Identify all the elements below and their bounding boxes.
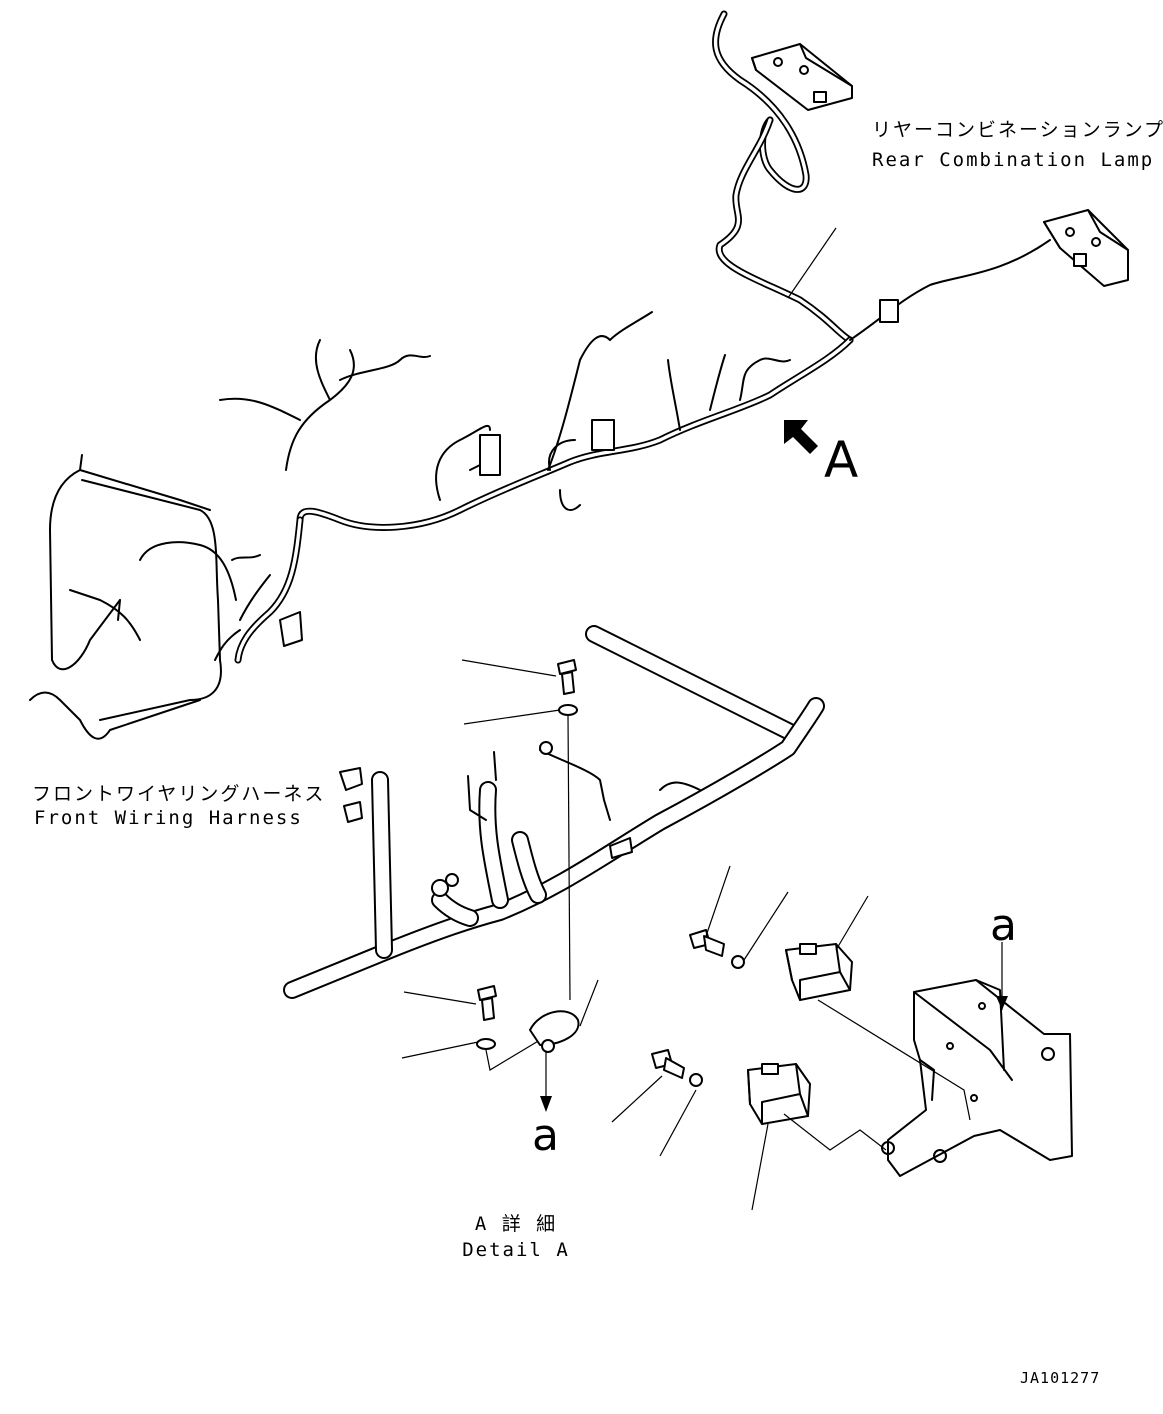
relay-lower [747,1063,811,1125]
relay-upper [785,943,853,1001]
drawing-number: JA101277 [1020,1369,1101,1387]
front-harness-label-en: Front Wiring Harness [34,807,303,829]
bolt-washer-hardware [476,659,745,1087]
detail-a-harness [283,625,825,999]
view-marker-label: A [824,431,859,489]
front-wiring-harness-main [219,10,1051,664]
view-arrow-icon [784,420,818,454]
reference-point-a-bracket: a [990,900,1017,951]
rear-combination-lamp-label-jp: リヤーコンビネーションランプ [872,119,1163,141]
front-wiring-harness-loop [29,454,271,740]
rear-combination-lamp-upper [751,43,853,111]
detail-a-label-en: Detail A [462,1239,570,1261]
leader-lines-upper [787,227,837,299]
reference-point-a-relay: a [532,1110,559,1161]
front-harness-label-jp: フロントワイヤリングハーネス [32,783,326,805]
rear-combination-lamp-label-en: Rear Combination Lamp [872,149,1155,171]
leader-lines-detail [401,659,1008,1211]
mounting-bracket [881,979,1073,1177]
rear-combination-lamp-lower [1043,209,1129,287]
detail-a-label-jp: A 詳 細 [474,1213,558,1235]
